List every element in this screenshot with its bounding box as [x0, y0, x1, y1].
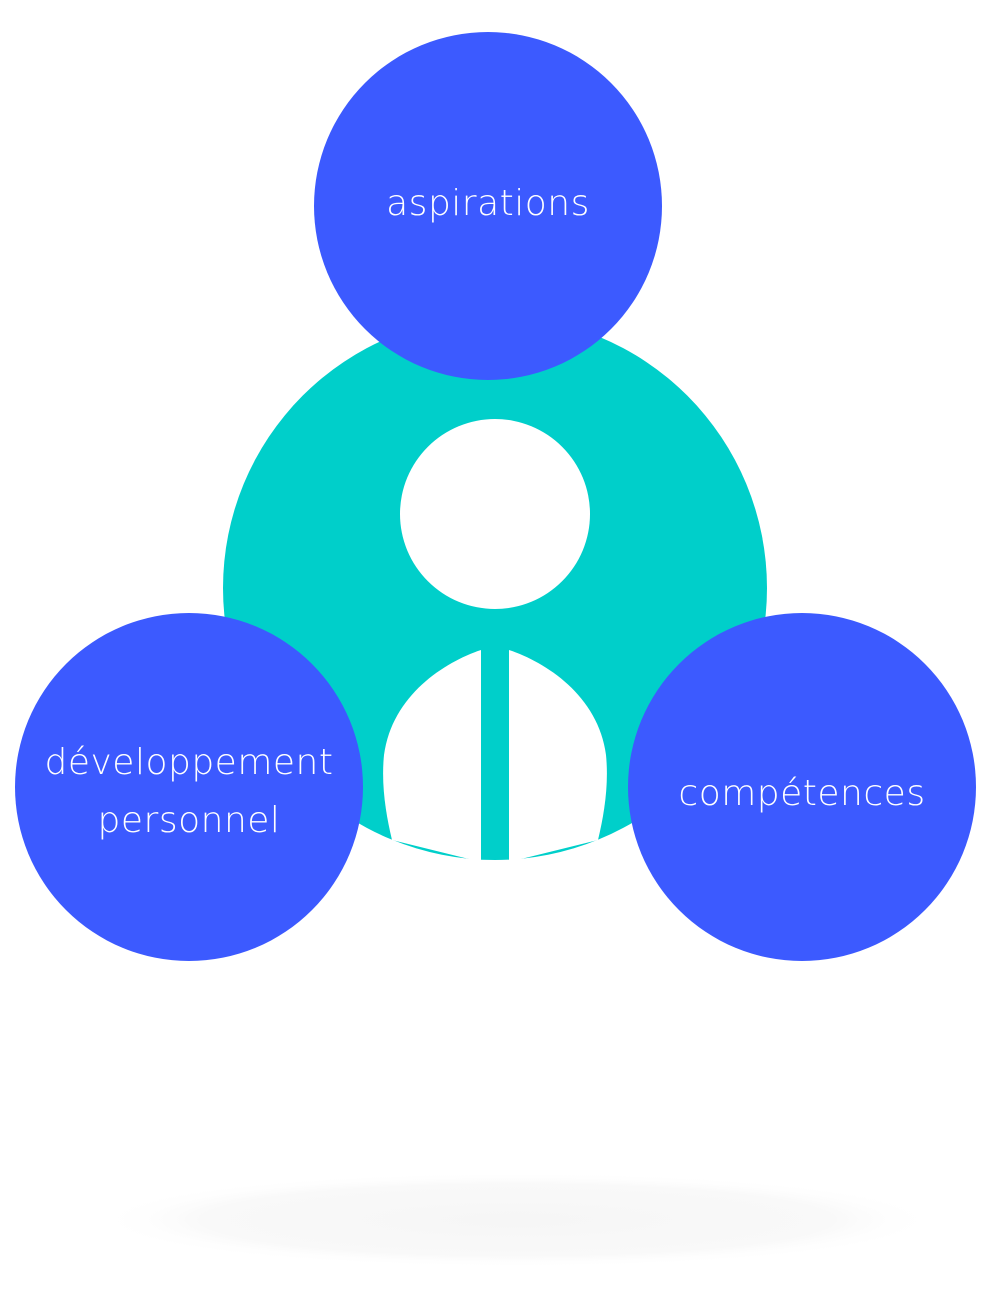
bubble-aspirations: aspirations	[314, 32, 662, 380]
person-body-left	[383, 650, 481, 862]
ground-shadow	[95, 1172, 939, 1268]
person-body-right	[509, 650, 607, 862]
bubble-skills: compétences	[628, 613, 976, 961]
bubble-personal-development: développement personnel	[15, 613, 363, 961]
person-head	[400, 419, 590, 609]
